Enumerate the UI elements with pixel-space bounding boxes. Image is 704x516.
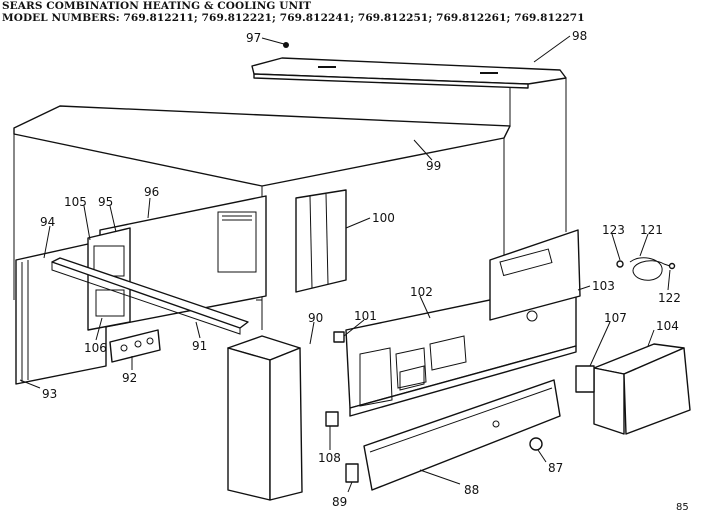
part-90-corner-post bbox=[227, 335, 303, 501]
label-121: 121 bbox=[640, 223, 663, 237]
label-103: 103 bbox=[592, 279, 615, 293]
part-91-rail bbox=[51, 257, 249, 335]
diagram-title: SEARS COMBINATION HEATING & COOLING UNIT bbox=[2, 0, 312, 12]
label-91: 91 bbox=[192, 339, 207, 353]
part-102-control-panel bbox=[345, 281, 577, 417]
label-104: 104 bbox=[656, 319, 679, 333]
part-121-cord bbox=[616, 257, 676, 281]
label-99: 99 bbox=[426, 159, 441, 173]
part-104-air-duct bbox=[575, 343, 691, 435]
part-88-grille-panel bbox=[363, 379, 561, 491]
label-108: 108 bbox=[318, 451, 341, 465]
label-123: 123 bbox=[602, 223, 625, 237]
label-94: 94 bbox=[40, 215, 55, 229]
model-numbers: MODEL NUMBERS: 769.812211; 769.812221; 7… bbox=[2, 12, 585, 24]
label-88: 88 bbox=[464, 483, 479, 497]
label-87: 87 bbox=[548, 461, 563, 475]
leader-lines bbox=[19, 35, 671, 493]
label-96: 96 bbox=[144, 185, 159, 199]
label-102: 102 bbox=[410, 285, 433, 299]
part-100-divider bbox=[295, 189, 347, 293]
label-100: 100 bbox=[372, 211, 395, 225]
label-92: 92 bbox=[122, 371, 137, 385]
part-98-top-cover bbox=[251, 57, 567, 89]
label-89: 89 bbox=[332, 495, 347, 509]
label-93: 93 bbox=[42, 387, 57, 401]
label-105: 105 bbox=[64, 195, 87, 209]
label-106: 106 bbox=[84, 341, 107, 355]
part-94-left-panel bbox=[15, 239, 107, 385]
label-98: 98 bbox=[572, 29, 587, 43]
label-101: 101 bbox=[354, 309, 377, 323]
part-103-right-panel bbox=[489, 229, 581, 321]
label-90: 90 bbox=[308, 311, 323, 325]
label-107: 107 bbox=[604, 311, 627, 325]
page-code: 85 bbox=[676, 502, 689, 513]
label-122: 122 bbox=[658, 291, 681, 305]
part-92-bracket bbox=[109, 329, 161, 363]
label-97: 97 bbox=[246, 31, 261, 45]
label-95: 95 bbox=[98, 195, 113, 209]
part-99-cabinet bbox=[13, 78, 567, 330]
